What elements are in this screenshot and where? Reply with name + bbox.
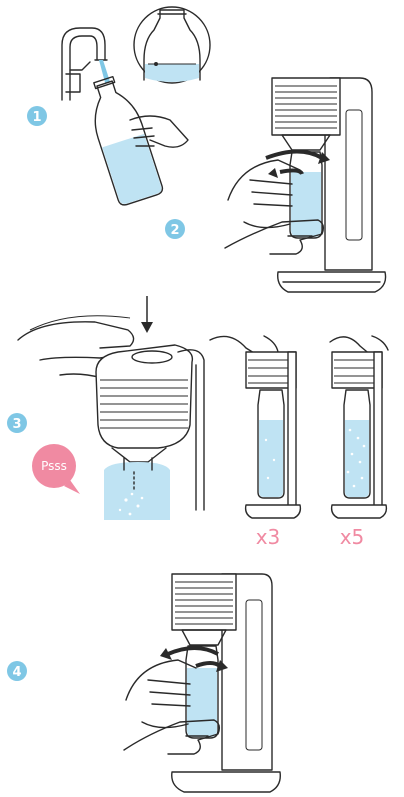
machine-icon: [272, 78, 386, 292]
step-badge-4: 4: [7, 661, 27, 681]
svg-text:4: 4: [12, 665, 21, 680]
multiplier-x3: x3: [256, 525, 281, 549]
step-1-fill-bottle: [62, 7, 210, 207]
svg-text:3: 3: [12, 417, 21, 432]
step-2-attach-bottle: [225, 78, 386, 292]
svg-text:2: 2: [170, 223, 179, 238]
multiplier-x5: x5: [340, 525, 365, 549]
arrow-down-icon: [141, 296, 153, 333]
step-3-carbonate: Psss x3: [18, 296, 388, 549]
light-carbonation-machine: x3: [210, 336, 300, 549]
sound-bubble: Psss: [32, 444, 80, 494]
bottle-icon: [81, 73, 164, 207]
step-badge-2: 2: [165, 219, 185, 239]
step-badge-3: 3: [7, 413, 27, 433]
step-4-remove-bottle: [124, 574, 280, 792]
fill-level-detail: [134, 7, 210, 83]
strong-carbonation-machine: x5: [330, 336, 388, 549]
sound-bubble-text: Psss: [41, 459, 67, 473]
svg-text:1: 1: [32, 110, 41, 125]
step-badge-1: 1: [27, 106, 47, 126]
